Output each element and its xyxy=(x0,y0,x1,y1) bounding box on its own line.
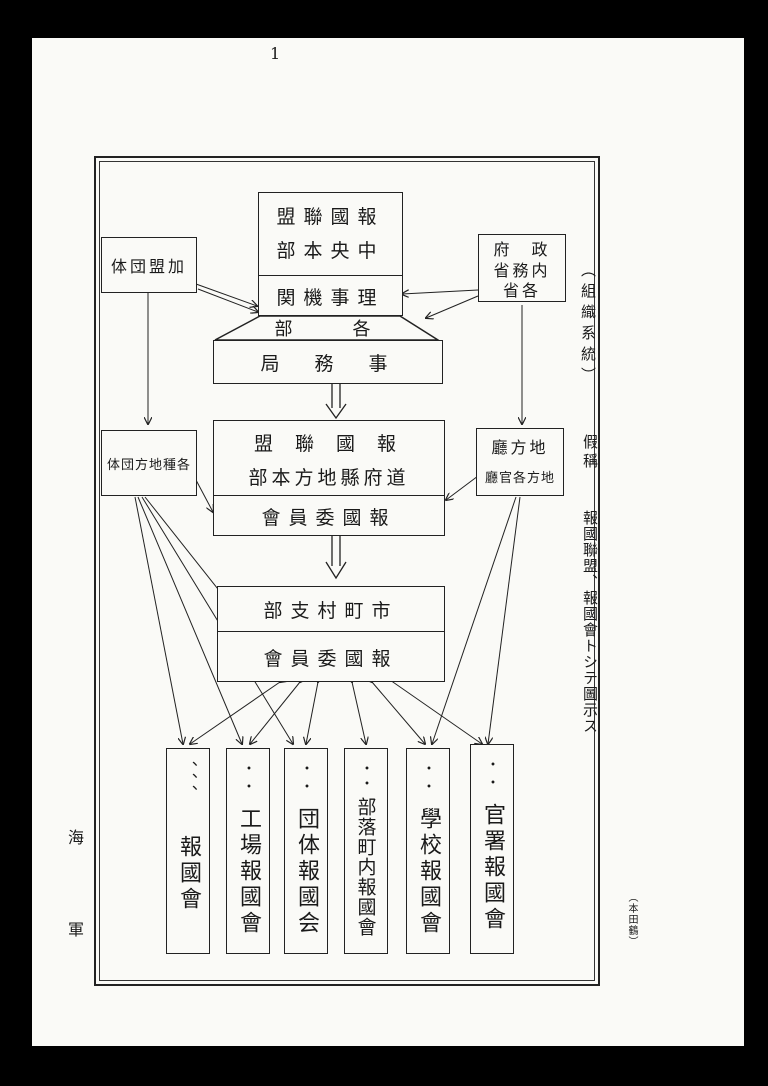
local-groups-box: 体団方地種各 xyxy=(101,430,197,496)
unit-marks: ・・ xyxy=(484,757,500,793)
unit-label: 學校報國會 xyxy=(416,807,441,937)
unit-box-3: ・・ 団体報國会 xyxy=(284,748,328,954)
left-margin-2: 軍 xyxy=(68,920,85,939)
unit-marks: ・・ xyxy=(240,761,256,797)
local-office-line2: 廳官各方地 xyxy=(484,470,555,486)
secretariat-box: 局 務 事 xyxy=(213,340,443,384)
municipal-line1: 部支村町市 xyxy=(263,599,399,622)
stamp-note: （本田鶴） xyxy=(626,892,637,947)
central-headquarters-box: 盟聯國報 部本央中 関機事理 xyxy=(258,192,403,316)
local-office-box: 廳方地 廳官各方地 xyxy=(476,428,564,496)
chart-frame xyxy=(94,156,600,986)
unit-box-2: ・・ 工場報國會 xyxy=(226,748,270,954)
page-number: 1 xyxy=(270,44,281,63)
municipal-line2: 會員委國報 xyxy=(218,631,444,682)
unit-label: 団体報國会 xyxy=(294,807,319,937)
unit-box-6: ・・ 官署報國會 xyxy=(470,744,514,954)
government-line3: 省各 xyxy=(502,281,541,300)
unit-marks: ・・ xyxy=(420,761,436,797)
side-title: （組織系統） xyxy=(579,262,597,388)
unit-box-4: ・・ 部落町内報國會 xyxy=(344,748,388,954)
unit-marks: 、、、 xyxy=(179,761,198,805)
government-box: 府 政 省務内 省各 xyxy=(478,234,566,302)
local-office-line1: 廳方地 xyxy=(491,438,549,457)
unit-marks: ・・ xyxy=(298,761,314,797)
unit-label: 官署報國會 xyxy=(480,803,505,933)
each-dept-label: 部 各 xyxy=(274,319,379,340)
chart-frame-inner xyxy=(99,161,595,981)
unit-box-1: 、、、 報國會 xyxy=(166,748,210,954)
local-groups-label: 体団方地種各 xyxy=(106,457,191,473)
prefectural-line1: 盟 聯 國 報 xyxy=(253,432,405,455)
secretariat-label: 局 務 事 xyxy=(260,352,396,375)
prefectural-line3: 會員委國報 xyxy=(214,495,444,536)
prefectural-line2: 部本方地縣府道 xyxy=(248,466,410,489)
unit-box-5: ・・ 學校報國會 xyxy=(406,748,450,954)
affiliated-label: 体団盟加 xyxy=(110,257,187,276)
unit-marks: ・・ xyxy=(358,761,374,791)
government-line2: 省務内 xyxy=(493,261,551,280)
municipal-branch-box: 部支村町市 會員委國報 xyxy=(217,586,445,682)
side-note-1: 假稱 xyxy=(581,434,599,472)
central-line3: 関機事理 xyxy=(259,275,402,316)
central-line2: 部本央中 xyxy=(276,239,385,262)
unit-label: 部落町内報國會 xyxy=(354,797,377,937)
left-margin-1: 海 xyxy=(68,828,85,847)
side-note-2: 報國聯盟、報國會トシテ圖示ス xyxy=(581,510,599,734)
unit-label: 工場報國會 xyxy=(236,807,261,937)
central-line1: 盟聯國報 xyxy=(276,205,385,228)
prefectural-headquarters-box: 盟 聯 國 報 部本方地縣府道 會員委國報 xyxy=(213,420,445,536)
affiliated-groups-box: 体団盟加 xyxy=(101,237,197,293)
unit-label: 報國會 xyxy=(176,835,201,913)
government-line1: 府 政 xyxy=(493,240,551,259)
